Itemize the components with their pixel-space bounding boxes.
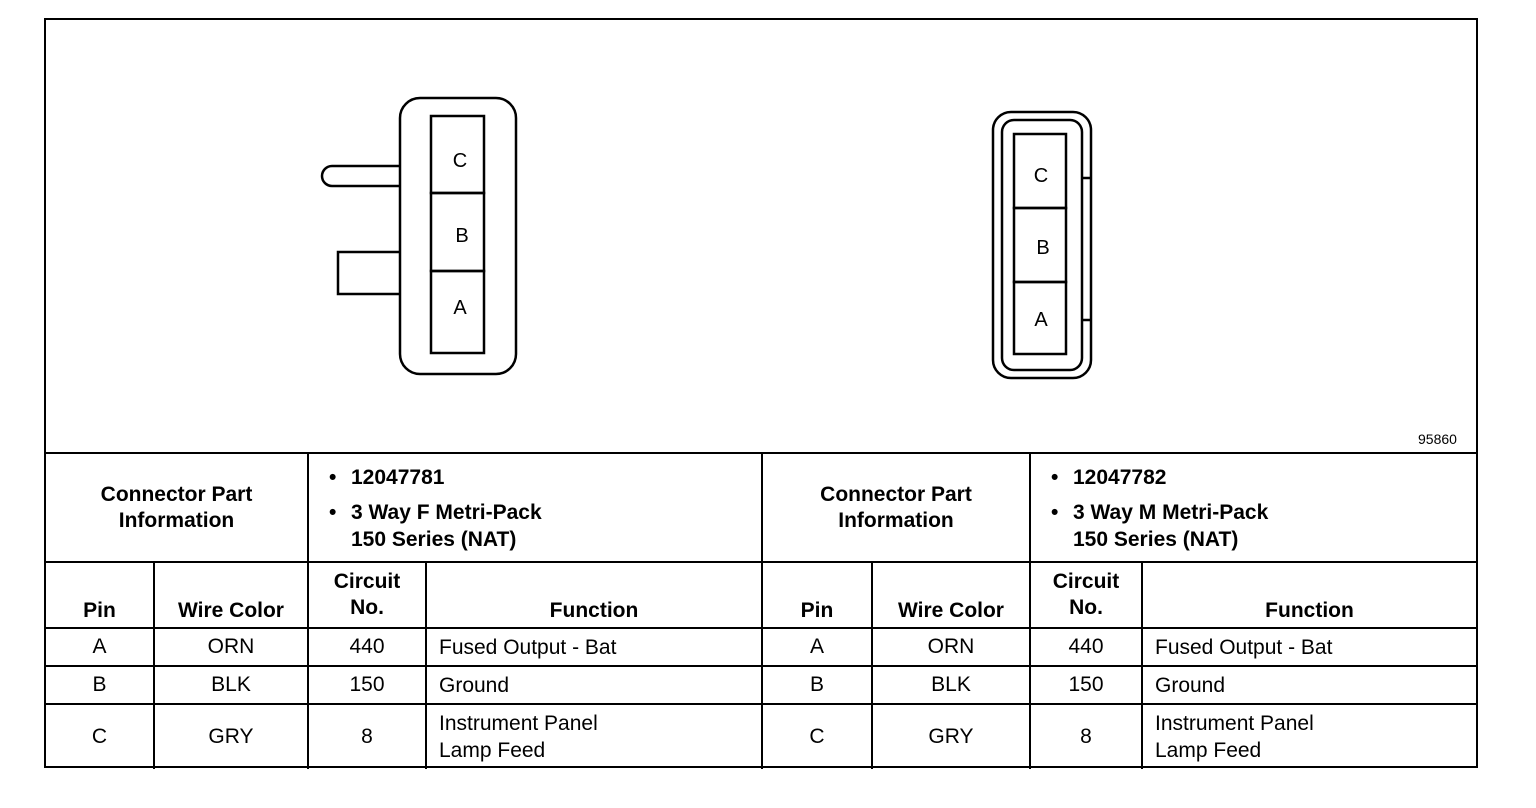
header-function-right: Function: [1140, 561, 1477, 629]
table-row: C GRY 8 Instrument Panel Lamp Feed C GRY…: [46, 703, 1477, 769]
connector-right-cavity-a: [1012, 280, 1068, 356]
circuit-cell: 150: [1029, 665, 1143, 705]
circuit-cell: 440: [307, 627, 427, 667]
function-cell: Fused Output - Bat: [1140, 627, 1477, 667]
pin-cell: A: [46, 627, 155, 667]
diagram-frame: C B A C B A 95860 Connector Part Informa…: [44, 18, 1478, 769]
header-wire-color-right: Wire Color: [871, 561, 1031, 629]
connector-right: [991, 110, 1093, 380]
connector-left-latch: [320, 164, 400, 188]
header-function-left: Function: [425, 561, 763, 629]
wire-color-cell: ORN: [153, 627, 309, 667]
connector-left-pin-c-label: C: [453, 150, 467, 172]
connector-right-ribs: [1082, 176, 1091, 322]
pin-cell: A: [761, 627, 873, 667]
circuit-cell: 150: [307, 665, 427, 705]
connector-left-part-info: 12047781 3 Way F Metri-Pack 150 Series (…: [307, 452, 763, 563]
connector-left-part-number: 12047781: [329, 464, 761, 491]
connector-left-part-label: Connector Part Information: [46, 452, 309, 563]
pin-cell: B: [761, 665, 873, 705]
wire-color-cell: BLK: [153, 665, 309, 705]
connector-left-pin-b-label: B: [455, 225, 468, 247]
connector-diagram: C B A C B A: [320, 96, 1093, 380]
table-row: B BLK 150 Ground B BLK 150 Ground: [46, 665, 1477, 705]
connector-left-part-desc: 3 Way F Metri-Pack: [329, 499, 761, 526]
function-cell: Fused Output - Bat: [425, 627, 763, 667]
connector-right-part-info: 12047782 3 Way M Metri-Pack 150 Series (…: [1028, 452, 1477, 563]
connector-right-pin-c-label: C: [1034, 165, 1048, 187]
connector-table: Connector Part Information 12047781 3 Wa…: [46, 452, 1477, 769]
header-pin-left: Pin: [46, 561, 155, 629]
figure-number: 95860: [1418, 431, 1457, 447]
column-header-row: Pin Wire Color Circuit No. Function Pin …: [46, 561, 1477, 629]
header-wire-color-left: Wire Color: [153, 561, 309, 629]
connector-right-part-number: 12047782: [1051, 464, 1476, 491]
table-row: A ORN 440 Fused Output - Bat A ORN 440 F…: [46, 627, 1477, 667]
circuit-cell: 8: [1029, 703, 1143, 769]
header-pin-right: Pin: [761, 561, 873, 629]
connector-right-pin-b-label: B: [1036, 237, 1049, 259]
connector-right-part-series: 150 Series (NAT): [1073, 528, 1239, 551]
header-circuit-left: Circuit No.: [307, 561, 427, 629]
part-info-row: Connector Part Information 12047781 3 Wa…: [46, 452, 1477, 563]
function-cell: Ground: [1140, 665, 1477, 705]
connector-right-body-inner: [1000, 118, 1084, 372]
circuit-cell: 8: [307, 703, 427, 769]
pin-cell: B: [46, 665, 155, 705]
connector-right-pin-a-label: A: [1034, 309, 1048, 331]
connector-left-part-series: 150 Series (NAT): [351, 528, 517, 551]
connector-left-cavity-a: [429, 269, 486, 355]
connector-left-body: [398, 96, 518, 376]
connector-right-body-outer: [991, 110, 1093, 380]
wire-color-cell: BLK: [871, 665, 1031, 705]
wire-color-cell: GRY: [153, 703, 309, 769]
wire-color-cell: GRY: [871, 703, 1031, 769]
header-circuit-right: Circuit No.: [1029, 561, 1143, 629]
pin-cell: C: [46, 703, 155, 769]
wire-color-cell: ORN: [871, 627, 1031, 667]
function-cell: Ground: [425, 665, 763, 705]
connector-left-pin-a-label: A: [453, 297, 467, 319]
connector-left-key: [336, 250, 400, 296]
circuit-cell: 440: [1029, 627, 1143, 667]
function-cell: Instrument Panel Lamp Feed: [1140, 703, 1477, 769]
pin-cell: C: [761, 703, 873, 769]
connector-right-part-desc: 3 Way M Metri-Pack: [1051, 499, 1476, 526]
connector-right-part-label: Connector Part Information: [761, 452, 1031, 563]
connector-left: [320, 96, 518, 376]
function-cell: Instrument Panel Lamp Feed: [425, 703, 763, 769]
